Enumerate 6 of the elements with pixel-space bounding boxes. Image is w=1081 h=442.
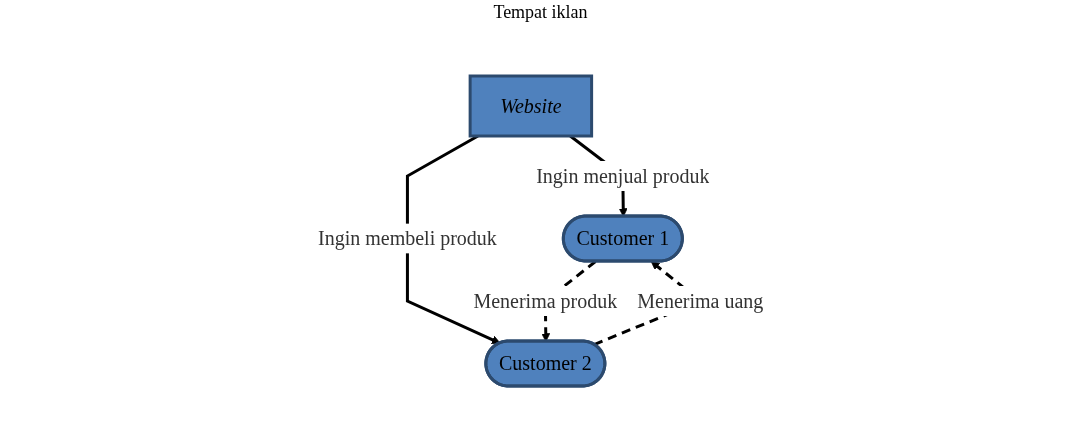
edge-label: Ingin membeli produk <box>317 227 497 250</box>
edge-label: Menerima uang <box>637 290 764 312</box>
node-box: Website <box>468 74 593 138</box>
node-caption: Tempat iklan <box>493 2 588 22</box>
edge-label: Menerima produk <box>473 290 618 312</box>
edge-label: Ingin menjual produk <box>536 165 710 187</box>
